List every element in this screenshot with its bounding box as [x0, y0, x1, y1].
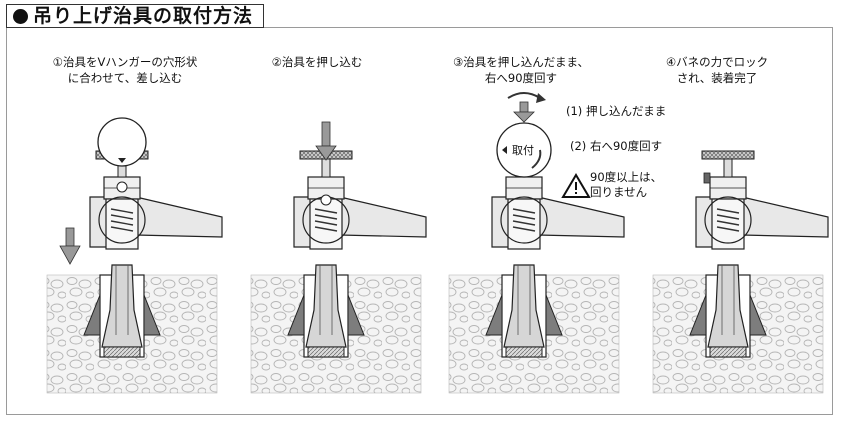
step-1-line-2: に合わせて、差し込む [67, 71, 183, 85]
step-2-caption: ②治具を押し込む [252, 54, 382, 70]
step-3-line-1: ③治具を押し込んだまま、 [452, 55, 590, 69]
step-1-illustration [46, 117, 223, 394]
alignment-mark-icon [118, 158, 126, 163]
warning-note: 90度以上は、 回りません [590, 170, 662, 200]
title-box: 吊り上げ治具の取付方法 [6, 4, 265, 28]
diagram-frame [6, 27, 833, 415]
jig-top-view [97, 117, 147, 167]
step-4-line-2: され、装着完了 [676, 71, 758, 85]
step-2-line-1: ②治具を押し込む [271, 55, 363, 69]
dial-marker-icon [502, 146, 507, 154]
warning-line-1: 90度以上は、 [590, 170, 663, 184]
page-title: 吊り上げ治具の取付方法 [33, 4, 254, 27]
step-4-illustration [652, 150, 829, 394]
dial-label: 取付 [512, 144, 534, 157]
step-1-line-1: ①治具をVハンガーの穴形状 [52, 55, 198, 69]
push-arrow-icon [315, 121, 337, 161]
warning-line-2: 回りません [590, 185, 648, 199]
step-3-line-2: 右へ90度回す [484, 71, 558, 85]
rotate-arrow-icon [507, 92, 546, 123]
bullet-icon [13, 8, 28, 24]
dial-rotate-icon [531, 149, 542, 169]
step-1-caption: ①治具をVハンガーの穴形状 に合わせて、差し込む [40, 54, 210, 86]
step-3-illustration: 取付 [448, 92, 625, 394]
step-2-illustration [250, 121, 427, 394]
step-3-caption: ③治具を押し込んだまま、 右へ90度回す [436, 54, 606, 86]
push-note: (1) 押し込んだまま [566, 104, 667, 118]
step-4-caption: ④バネの力でロック され、装着完了 [652, 54, 782, 86]
step-4-line-1: ④バネの力でロック [665, 55, 769, 69]
rotate-note: (2) 右へ90度回す [570, 139, 663, 153]
warning-icon [561, 173, 591, 198]
insert-arrow-icon [59, 227, 81, 265]
